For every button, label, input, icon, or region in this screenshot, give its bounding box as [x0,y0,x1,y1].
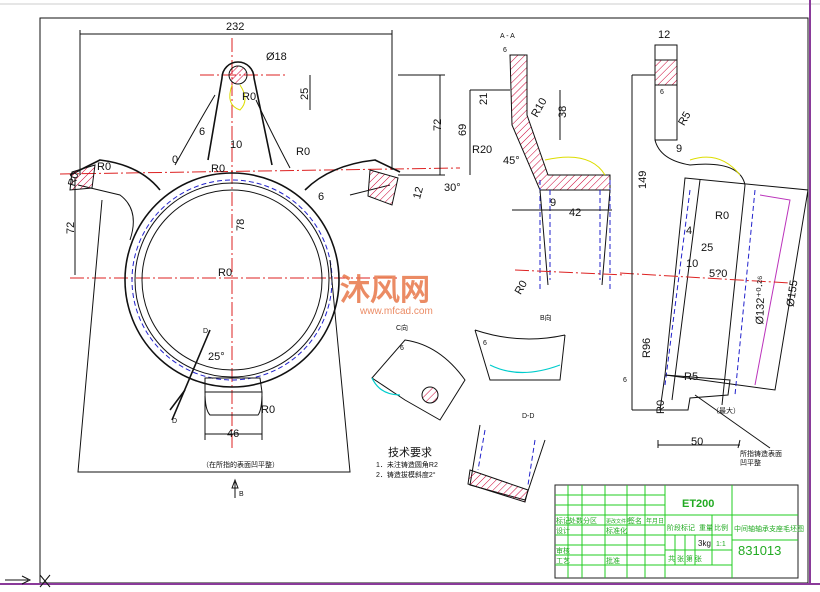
dim-4: 4 [686,225,692,237]
tb-cell: 更改文件号 [606,518,631,525]
view-c-title: C向 [396,323,408,332]
dim-45-deg: 45° [503,155,520,167]
dim-6: 6 [199,126,205,138]
detail-views: C向 6 B向 6 D-D [371,313,566,503]
dim-r0: R0 [66,171,81,188]
drawing-code: ET200 [682,498,714,510]
main-view-dimensions: 232 Ø18 25 R0 72 6 10 R0 0 R0 R0 R0 30° … [65,21,461,498]
dim-9: 9 [676,143,682,155]
dim-dia-18: Ø18 [266,51,287,63]
drawing-number: 831013 [738,543,781,558]
tb-cell: 重量 [699,524,713,532]
dim-r0: R0 [715,210,729,222]
dim-232: 232 [226,21,244,33]
dim-r5: R5 [684,371,698,383]
dim-12: 12 [411,185,426,200]
dim-570: 5?0 [709,268,727,280]
section-aa-title: A - A [500,33,515,40]
dim-50: 50 [691,436,703,448]
surface-note-line2: 凹平整 [740,458,761,467]
dim-149: 149 [637,171,649,189]
ucs-icon [5,574,51,588]
tb-cell: 分区 [583,516,597,525]
dim-25: 25 [299,88,311,100]
dim-69: 69 [457,124,469,136]
watermark-logo: 沐风网 [340,274,430,307]
dim-6: 6 [400,345,404,352]
surface-note: （在所指的表面凹平整） [202,460,279,469]
dim-6: 6 [503,47,507,54]
section-d-label: D [172,418,177,425]
dim-dia-132: Ø132⁺⁰·²⁶ [754,275,768,324]
view-b-title: B向 [540,313,552,322]
scale: 1:1 [716,541,726,548]
dim-12: 12 [658,29,670,41]
tb-cell: 设计 [556,526,570,535]
dim-r0: R0 [655,400,667,414]
section-d-label: D [203,328,208,335]
dim-6: 6 [660,89,664,96]
tb-cell: 签名 [628,516,642,525]
tb-cell: 年月日 [646,517,664,525]
dim-dia-155: Ø155 [785,279,801,307]
tb-cell: 处数 [569,516,583,525]
dim-6: 6 [623,377,627,384]
dim-r0: R0 [97,161,111,173]
dim-25: 25 [701,242,713,254]
dim-72-right: 72 [432,119,444,131]
dim-r0: R0 [211,163,225,175]
dim-38: 38 [557,106,569,118]
surface-note-line1: 所指铸造表面 [740,449,782,458]
dim-46: 46 [227,428,239,440]
tb-cell: 批准 [606,556,620,565]
tb-cell: 审核 [556,546,570,555]
tb-cell: 标准化 [606,526,627,535]
dim-6: 6 [318,191,324,203]
dim-r0: R0 [296,146,310,158]
main-view [59,30,461,473]
dim-30-deg: 30° [444,182,461,194]
title-block: ET200 中间轴轴承支座毛坯图 831013 3kg 1:1 标记 处数 分区… [554,484,804,579]
tb-cell: 工艺 [556,557,570,565]
tech-req-item: 2．铸造拔模斜度2° [376,470,436,479]
dim-42: 42 [569,207,581,219]
dim-21: 21 [478,93,490,105]
tb-cell: 标记 [556,516,570,525]
dim-r96: R96 [641,338,653,358]
dim-9: 9 [550,197,556,209]
view-b-label: B [239,491,244,498]
dim-r0: R0 [261,404,275,416]
max-note: （最大） [712,406,740,415]
tech-req-item: 1．未注铸造圆角R2 [376,460,438,469]
watermark: 沐风网 www.mfcad.com [340,274,433,317]
dim-r0: R0 [218,267,232,279]
dim-25-deg: 25° [208,351,225,363]
tb-cell: 比例 [714,523,728,532]
dim-72-left: 72 [65,222,77,234]
dim-6: 6 [483,340,487,347]
tb-cell: 阶段标记 [667,523,695,532]
side-view: 12 6 R5 149 9 R0 4 25 10 5?0 Ø132⁺⁰·²⁶ Ø… [619,29,809,467]
tb-cell: 共 张 第 张 [668,554,702,563]
dim-10: 10 [230,139,242,151]
watermark-url: www.mfcad.com [359,306,433,317]
dim-10: 10 [686,258,698,270]
dim-r20: R20 [472,144,492,156]
weight: 3kg [698,539,711,548]
dim-r0: R0 [242,91,256,103]
tech-req-title: 技术要求 [388,446,432,459]
dim-0: 0 [172,154,178,166]
dim-78: 78 [235,219,247,231]
part-name: 中间轴轴承支座毛坯图 [734,524,804,533]
section-dd-title: D-D [522,413,534,420]
tech-requirements: 技术要求 1．未注铸造圆角R2 2．铸造拔模斜度2° [376,446,438,479]
